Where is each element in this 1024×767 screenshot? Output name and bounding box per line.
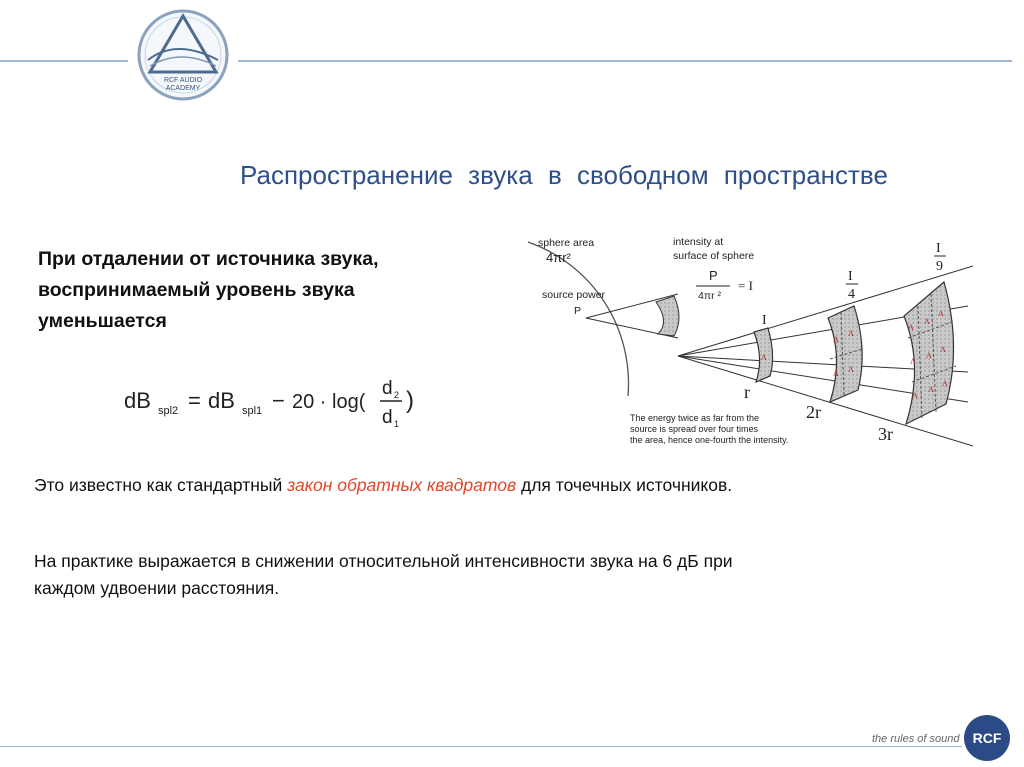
logo-text-2: ACADEMY — [166, 85, 201, 92]
header-line-right — [238, 60, 1012, 62]
svg-text:A: A — [848, 329, 854, 338]
footer-line — [0, 746, 962, 747]
intensity-i1: I — [762, 313, 767, 328]
distance-3r: 3r — [878, 424, 893, 444]
svg-text:A: A — [761, 353, 767, 362]
rcf-academy-logo: RCF AUDIO ACADEMY — [136, 8, 230, 102]
header-line-left — [0, 60, 128, 62]
footer-tagline: the rules of sound — [872, 733, 959, 745]
distance-2r: 2r — [806, 402, 821, 422]
svg-text:A: A — [910, 357, 916, 366]
svg-text:A: A — [908, 323, 914, 332]
svg-text:A: A — [926, 351, 932, 360]
intensity-eq: = I — [738, 278, 753, 293]
svg-text:A: A — [833, 369, 839, 378]
sphere-area-label: sphere area — [538, 237, 594, 249]
intensity-den: 4πr ² — [698, 290, 721, 302]
caption-line-2: source is spread over four times — [630, 424, 759, 434]
svg-text:A: A — [924, 317, 930, 326]
intensity-label-2: surface of sphere — [673, 250, 754, 262]
svg-text:A: A — [942, 379, 948, 388]
paragraph-inverse-square: Это известно как стандартный закон обрат… — [34, 472, 754, 499]
lead-text: При отдалении от источника звука, воспри… — [38, 244, 418, 337]
source-power-label: source power — [542, 289, 606, 301]
paragraph-6db: На практике выражается в снижении относи… — [34, 548, 754, 602]
formula-close: ) — [406, 387, 414, 414]
formula-eq: = — [188, 388, 201, 413]
svg-text:A: A — [833, 335, 839, 344]
intensity-i2-den: 4 — [848, 287, 855, 302]
formula-den-sub: 1 — [394, 419, 399, 429]
formula-rhs1: dB — [208, 388, 235, 413]
sphere-arc — [528, 242, 629, 396]
caption-line-1: The energy twice as far from the — [630, 413, 759, 423]
formula-num-sub: 2 — [394, 390, 399, 400]
distance-r: r — [744, 382, 750, 402]
decibel-formula: dB spl2 = dB spl1 − 20 · log( d 2 d 1 ) — [120, 368, 430, 434]
formula-rhs1-sub: spl1 — [242, 405, 262, 417]
caption-line-3: the area, hence one-fourth the intensity… — [630, 435, 788, 445]
intensity-label-1: intensity at — [673, 236, 723, 248]
rcf-brand-logo: RCF — [964, 715, 1010, 761]
svg-text:A: A — [848, 365, 854, 374]
inverse-square-diagram: A A A A A A A A A A A A A A sphere area … — [528, 226, 978, 452]
svg-text:A: A — [938, 309, 944, 318]
slide-title: Распространение звука в свободном простр… — [240, 160, 888, 191]
sphere-area-formula: 4πr² — [546, 250, 572, 265]
formula-den: d — [382, 407, 393, 428]
sphere-surface-patch — [656, 296, 679, 336]
formula-lhs: dB — [124, 388, 151, 413]
source-point-label: P — [574, 305, 581, 317]
intensity-i3-num: I — [936, 241, 941, 256]
intensity-i2-num: I — [848, 269, 853, 284]
formula-num: d — [382, 378, 393, 399]
intensity-i3-den: 9 — [936, 259, 943, 274]
svg-text:A: A — [940, 345, 946, 354]
logo-text-1: RCF AUDIO — [164, 77, 203, 84]
inverse-square-law-highlight: закон обратных квадратов — [287, 475, 516, 495]
svg-text:A: A — [928, 385, 934, 394]
intensity-num: P — [709, 268, 718, 283]
formula-coef: 20 · log( — [292, 391, 366, 413]
formula-minus: − — [272, 388, 285, 413]
svg-text:A: A — [912, 391, 918, 400]
formula-lhs-sub: spl2 — [158, 405, 178, 417]
